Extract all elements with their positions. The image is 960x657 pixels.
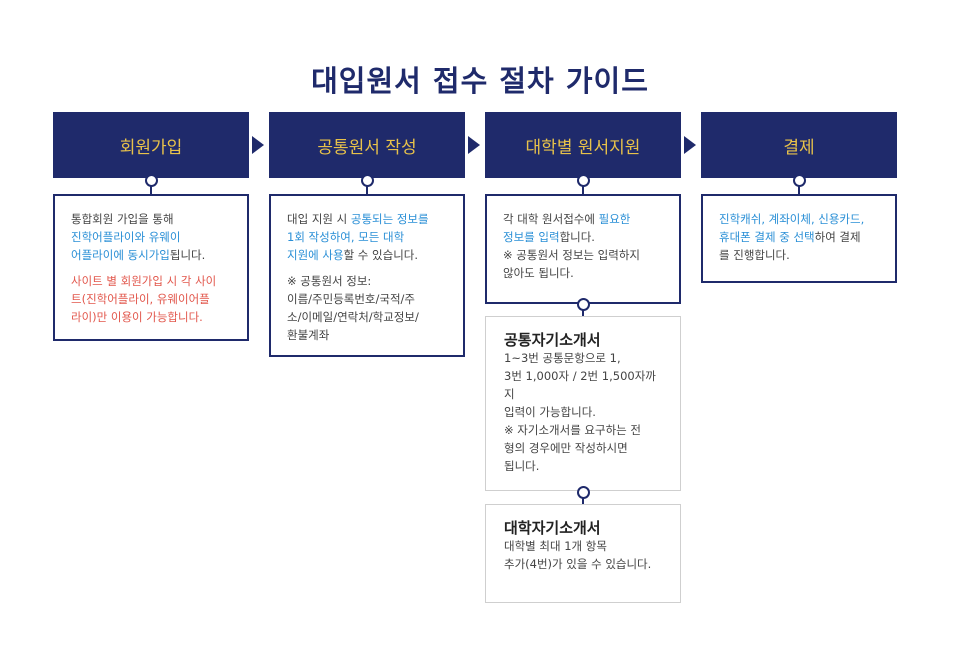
common-essay-box: 공통자기소개서 1~3번 공통문항으로 1, 3번 1,000자 / 2번 1,…: [485, 316, 681, 491]
note-text: 됩니다.: [504, 459, 540, 473]
step-payment: 결제: [701, 112, 897, 178]
note-text: 소/이메일/연락처/학교정보/: [287, 310, 419, 324]
box-text: 합니다.: [559, 230, 595, 244]
box-text: 휴대폰 결제 중 선택하여 결제: [719, 228, 879, 246]
box-text: 대입 지원 시 공통되는 정보를: [287, 210, 447, 228]
note-text: ※ 공통원서 정보는 입력하지: [503, 248, 640, 262]
highlight-text: 진학캐쉬, 계좌이체, 신용카드,: [719, 212, 865, 226]
box-text: 추가(4번)가 있을 수 있습니다.: [504, 557, 652, 571]
arrow-right-icon: [252, 136, 264, 154]
step-label: 회원가입: [119, 137, 183, 158]
connector-dot-icon: [577, 174, 590, 187]
university-essay-heading: 대학자기소개서: [504, 519, 601, 537]
box-text: 하여 결제: [814, 230, 861, 244]
box-text: 대입 지원 시: [287, 212, 351, 226]
box-text: 를 진행합니다.: [719, 248, 790, 262]
page-title: 대입원서 접수 절차 가이드: [311, 64, 649, 98]
warning-text: 트(진학어플라이, 유웨이어플: [71, 292, 210, 306]
step-label: 공통원서 작성: [317, 137, 417, 158]
box-text: 통합회원 가입을 통해: [71, 212, 174, 226]
step-university-application: 대학별 원서지원: [485, 112, 681, 178]
box-text: 어플라이에 동시가입됩니다.: [71, 246, 231, 264]
arrow-right-icon: [468, 136, 480, 154]
connector-dot-icon: [361, 174, 374, 187]
step-label: 대학별 원서지원: [525, 137, 641, 158]
box-text: 입력이 가능합니다.: [504, 405, 596, 419]
connector-dot-icon: [577, 486, 590, 499]
box-text: 지원에 사용할 수 있습니다.: [287, 246, 447, 264]
box-text: 1~3번 공통문항으로 1,: [504, 351, 621, 365]
university-essay-box: 대학자기소개서 대학별 최대 1개 항목 추가(4번)가 있을 수 있습니다.: [485, 504, 681, 603]
connector-dot-icon: [145, 174, 158, 187]
highlight-text: 정보를 입력: [503, 230, 560, 244]
highlight-text: 공통되는 정보를: [350, 212, 429, 226]
box-text: 정보를 입력합니다.: [503, 228, 663, 246]
highlight-text: 어플라이에 동시가입: [71, 248, 170, 262]
university-application-box: 각 대학 원서접수에 필요한 정보를 입력합니다. ※ 공통원서 정보는 입력하…: [485, 194, 681, 304]
note-text: 환불계좌: [287, 328, 330, 342]
arrow-right-icon: [684, 136, 696, 154]
step-label: 결제: [783, 137, 815, 158]
box-text: 각 대학 원서접수에 필요한: [503, 210, 663, 228]
note-text: 형의 경우에만 작성하시면: [504, 441, 628, 455]
box-text: 대학별 최대 1개 항목: [504, 539, 607, 553]
highlight-text: 지원에 사용: [287, 248, 344, 262]
connector-dot-icon: [577, 298, 590, 311]
highlight-text: 1회 작성하여, 모든 대학: [287, 230, 405, 244]
highlight-text: 휴대폰 결제 중 선택: [719, 230, 815, 244]
connector-dot-icon: [793, 174, 806, 187]
box-text: 됩니다.: [169, 248, 206, 262]
box-text: 할 수 있습니다.: [343, 248, 419, 262]
signup-description-box: 통합회원 가입을 통해 진학어플라이와 유웨이 어플라이에 동시가입됩니다. 사…: [53, 194, 249, 341]
warning-text: 라이)만 이용이 가능합니다.: [71, 310, 203, 324]
note-text: 않아도 됩니다.: [503, 266, 574, 280]
common-essay-heading: 공통자기소개서: [504, 331, 601, 349]
box-text: 진학어플라이와 유웨이: [71, 230, 181, 244]
step-common-application: 공통원서 작성: [269, 112, 465, 178]
highlight-text: 필요한: [598, 212, 631, 226]
warning-text: 사이트 별 회원가입 시 각 사이: [71, 274, 217, 288]
note-text: ※ 자기소개서를 요구하는 전: [504, 423, 641, 437]
box-text: 각 대학 원서접수에: [503, 212, 599, 226]
note-text: 이름/주민등록번호/국적/주: [287, 292, 416, 306]
step-signup: 회원가입: [53, 112, 249, 178]
payment-box: 진학캐쉬, 계좌이체, 신용카드, 휴대폰 결제 중 선택하여 결제 를 진행합…: [701, 194, 897, 283]
note-text: ※ 공통원서 정보:: [287, 274, 372, 288]
box-text: 3번 1,000자 / 2번 1,500자까지: [504, 369, 656, 401]
common-application-box: 대입 지원 시 공통되는 정보를 1회 작성하여, 모든 대학 지원에 사용할 …: [269, 194, 465, 357]
